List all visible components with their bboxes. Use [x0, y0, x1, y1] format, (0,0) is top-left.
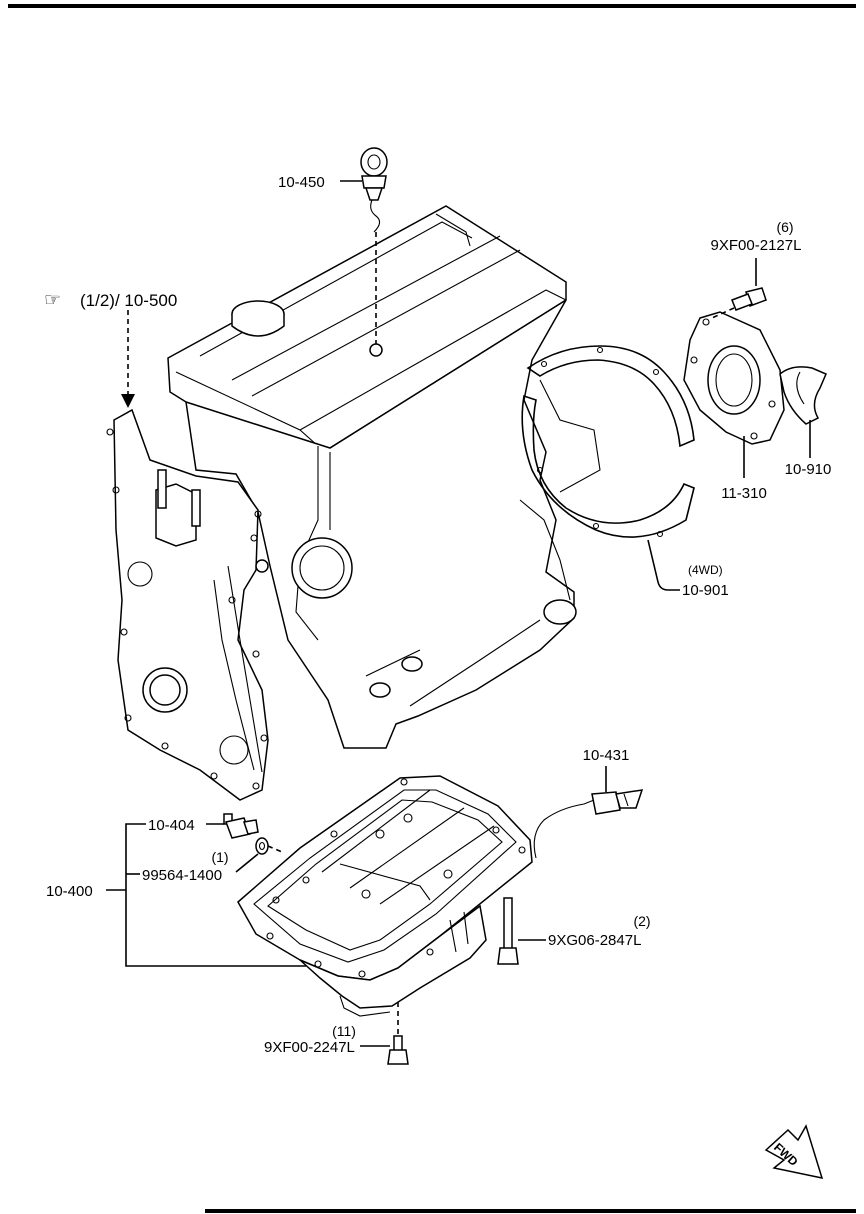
long-bolt-drawing — [497, 897, 519, 965]
part-qty-washer: (1) — [211, 849, 228, 865]
part-note-gasket: (4WD) — [688, 563, 723, 577]
part-qty-long-bolt: (2) — [633, 913, 650, 929]
part-label-pan-bolt[interactable]: 9XF00-2247L — [264, 1039, 355, 1056]
oil-sensor-drawing — [533, 789, 644, 859]
part-label-seal-housing[interactable]: 11-310 — [721, 485, 767, 502]
oil-pan-drawing — [237, 775, 533, 1017]
dipstick-drawing — [360, 147, 388, 233]
part-qty-pan-bolt: (11) — [332, 1023, 356, 1039]
washer-leader — [267, 845, 283, 853]
seal-housing-drawing — [683, 311, 785, 445]
part-label-upper-bolt[interactable]: 9XF00-2127L — [711, 237, 802, 254]
part-label-dipstick[interactable]: 10-450 — [278, 174, 325, 191]
part-label-gasket[interactable]: 10-901 — [682, 582, 729, 599]
engine-block-drawing — [167, 205, 601, 749]
part-label-oil-pan-assembly[interactable]: 10-400 — [46, 883, 93, 900]
part-label-sensor[interactable]: 10-431 — [583, 747, 630, 764]
oil-seal-drawing — [779, 366, 827, 425]
part-qty-upper-bolt: (6) — [776, 219, 793, 235]
part-label-drain-plug[interactable]: 10-404 — [148, 817, 195, 834]
reference-arrow-icon: ☞ — [44, 290, 61, 311]
gasket-label-line — [647, 539, 680, 591]
assembly-bracket — [125, 823, 306, 967]
pan-bolt-drawing — [387, 1035, 409, 1065]
rear-gasket-drawing — [521, 345, 695, 538]
forward-direction-arrow: FWD — [764, 1124, 824, 1179]
part-label-washer[interactable]: 99564-1400 — [142, 867, 222, 884]
reference-label[interactable]: (1/2)/ 10-500 — [80, 291, 177, 310]
upper-bolt-drawing — [731, 287, 767, 311]
upper-bolt-leader — [711, 307, 735, 319]
timing-cover-drawing — [106, 408, 269, 801]
drain-plug-drawing — [223, 813, 259, 839]
washer-label-line — [235, 853, 259, 873]
part-label-long-bolt[interactable]: 9XG06-2847L — [548, 932, 641, 949]
reference-arrowhead — [121, 394, 135, 408]
part-label-oil-seal[interactable]: 10-910 — [785, 461, 832, 478]
washer-drawing — [255, 837, 269, 855]
